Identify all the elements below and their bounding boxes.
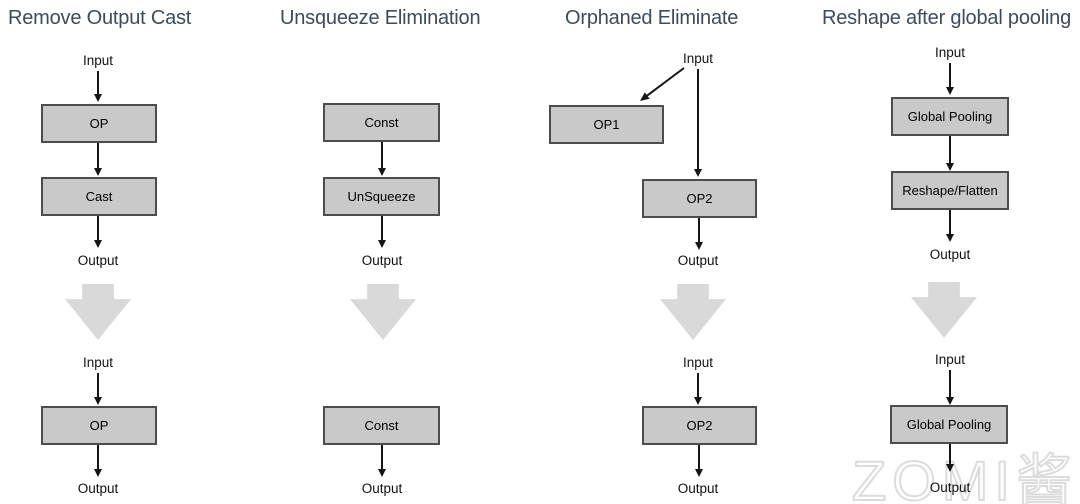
arrow-const-to-output — [381, 445, 383, 469]
arrow-reshape-to-output — [949, 210, 951, 234]
section-title-unsqueeze-elimination: Unsqueeze Elimination — [280, 7, 481, 29]
arrow-input-to-op2 — [697, 69, 699, 169]
arrow-op-to-cast — [97, 143, 99, 168]
node-unsqueeze: UnSqueeze — [323, 177, 440, 216]
arrow-input-to-op — [97, 373, 99, 397]
node-reshape-flatten: Reshape/Flatten — [891, 171, 1009, 210]
output-label: Output — [77, 253, 119, 268]
node-const: Const — [323, 406, 440, 445]
input-label: Input — [934, 45, 966, 60]
output-label: Output — [677, 481, 719, 496]
output-label: Output — [77, 481, 119, 496]
node-const: Const — [323, 103, 440, 142]
output-label: Output — [677, 253, 719, 268]
node-cast: Cast — [41, 177, 157, 216]
arrow-input-to-global-pooling — [949, 370, 951, 397]
arrow-input-to-op2 — [697, 373, 699, 397]
node-op: OP — [41, 406, 157, 445]
node-global-pooling: Global Pooling — [890, 405, 1008, 444]
node-op: OP — [41, 104, 157, 143]
output-label: Output — [361, 253, 403, 268]
arrow-cast-to-output — [97, 216, 99, 240]
input-label: Input — [682, 51, 714, 66]
section-title-reshape-after-global-pooling: Reshape after global pooling — [822, 7, 1072, 29]
arrow-const-to-unsqueeze — [381, 142, 383, 168]
input-label: Input — [682, 355, 714, 370]
arrow-op2-to-output — [698, 218, 700, 242]
node-op2: OP2 — [642, 179, 757, 218]
node-op2: OP2 — [642, 406, 757, 445]
output-label: Output — [929, 480, 971, 495]
transform-arrow-icon — [350, 284, 416, 340]
node-op1: OP1 — [549, 105, 664, 144]
arrow-input-to-op — [97, 71, 99, 94]
input-label: Input — [82, 53, 114, 68]
arrow-unsqueeze-to-output — [381, 216, 383, 240]
node-global-pooling: Global Pooling — [891, 97, 1009, 136]
arrow-global-pooling-to-output — [949, 444, 951, 464]
input-label: Input — [82, 355, 114, 370]
transform-arrow-icon — [660, 284, 726, 340]
watermark: ZOMI酱 — [851, 448, 1078, 504]
arrow-input-to-op1 — [640, 67, 685, 101]
transform-arrow-icon — [911, 282, 977, 338]
arrow-op-to-output — [97, 445, 99, 469]
transform-arrow-icon — [65, 284, 131, 340]
arrow-global-pooling-to-reshape — [949, 136, 951, 163]
output-label: Output — [929, 247, 971, 262]
arrow-op2-to-output — [698, 445, 700, 469]
section-title-remove-output-cast: Remove Output Cast — [8, 7, 192, 29]
input-label: Input — [934, 352, 966, 367]
output-label: Output — [361, 481, 403, 496]
section-title-orphaned-eliminate: Orphaned Eliminate — [565, 7, 739, 29]
arrow-input-to-global-pooling — [949, 63, 951, 87]
